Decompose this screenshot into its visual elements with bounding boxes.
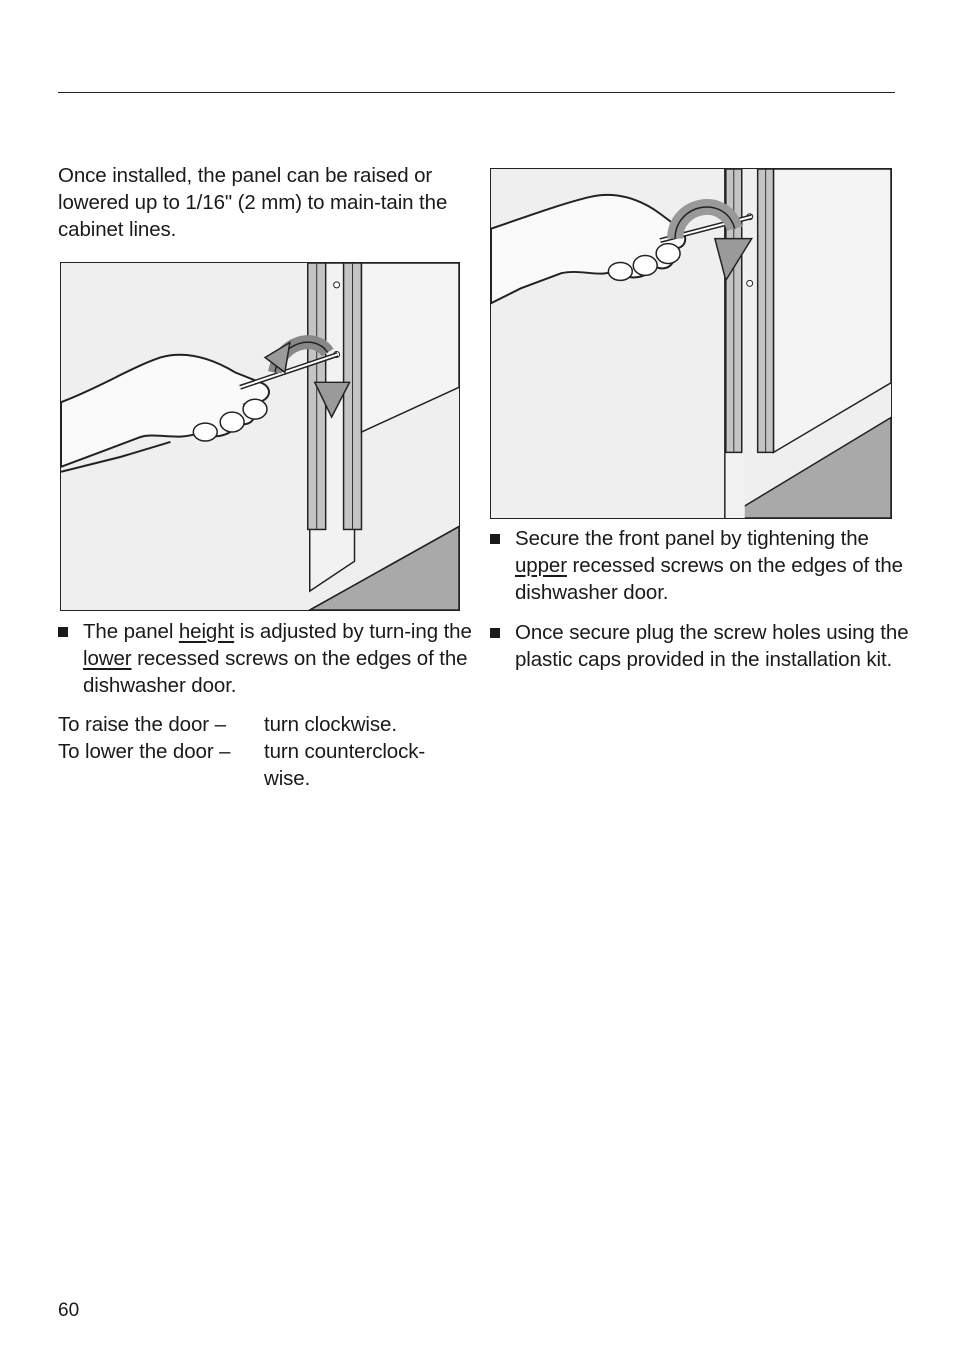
table-row: wise. <box>58 765 468 792</box>
bullet1-underlined-height: height <box>178 620 235 643</box>
bullet1-text-part: The panel <box>83 620 179 643</box>
bullet-secure-panel: Secure the front panel by tightening the… <box>490 525 915 606</box>
header-rule <box>58 92 895 93</box>
bullet1-text-part: is adjusted by turn-ing the <box>234 620 472 643</box>
bullet2-underlined-upper: upper <box>515 554 567 577</box>
direction-table: To raise the door – turn clockwise. To l… <box>58 711 468 792</box>
bullet-marker <box>490 534 500 544</box>
bullet1-text-part: recessed screws on the edges of the dish… <box>83 647 468 697</box>
bullet-plug-holes: Once secure plug the screw holes using t… <box>490 619 915 673</box>
bullet2-text-part: recessed screws on the edges of the dish… <box>515 554 903 604</box>
intro-paragraph: Once installed, the panel can be raised … <box>58 164 448 241</box>
bullet-marker <box>490 628 500 638</box>
lower-label: To lower the door – <box>58 740 231 763</box>
illustration-upper-screw <box>490 168 892 519</box>
bullet-marker <box>58 627 68 637</box>
raise-label: To raise the door – <box>58 713 226 736</box>
lower-instruction: turn counterclock- <box>264 740 426 763</box>
illustration-lower-screw <box>60 262 460 611</box>
bullet-adjust-height: The panel height is adjusted by turn-ing… <box>58 618 483 699</box>
lower-instruction-cont: wise. <box>264 767 311 790</box>
bullet3-text: Once secure plug the screw holes using t… <box>515 621 909 671</box>
table-row: To lower the door – turn counterclock- <box>58 738 468 765</box>
bullet2-text-part: Secure the front panel by tightening the <box>515 527 869 550</box>
raise-instruction: turn clockwise. <box>264 713 397 736</box>
bullet1-underlined-lower: lower <box>83 647 132 670</box>
page-number: 60 <box>58 1300 80 1321</box>
table-row: To raise the door – turn clockwise. <box>58 711 468 738</box>
